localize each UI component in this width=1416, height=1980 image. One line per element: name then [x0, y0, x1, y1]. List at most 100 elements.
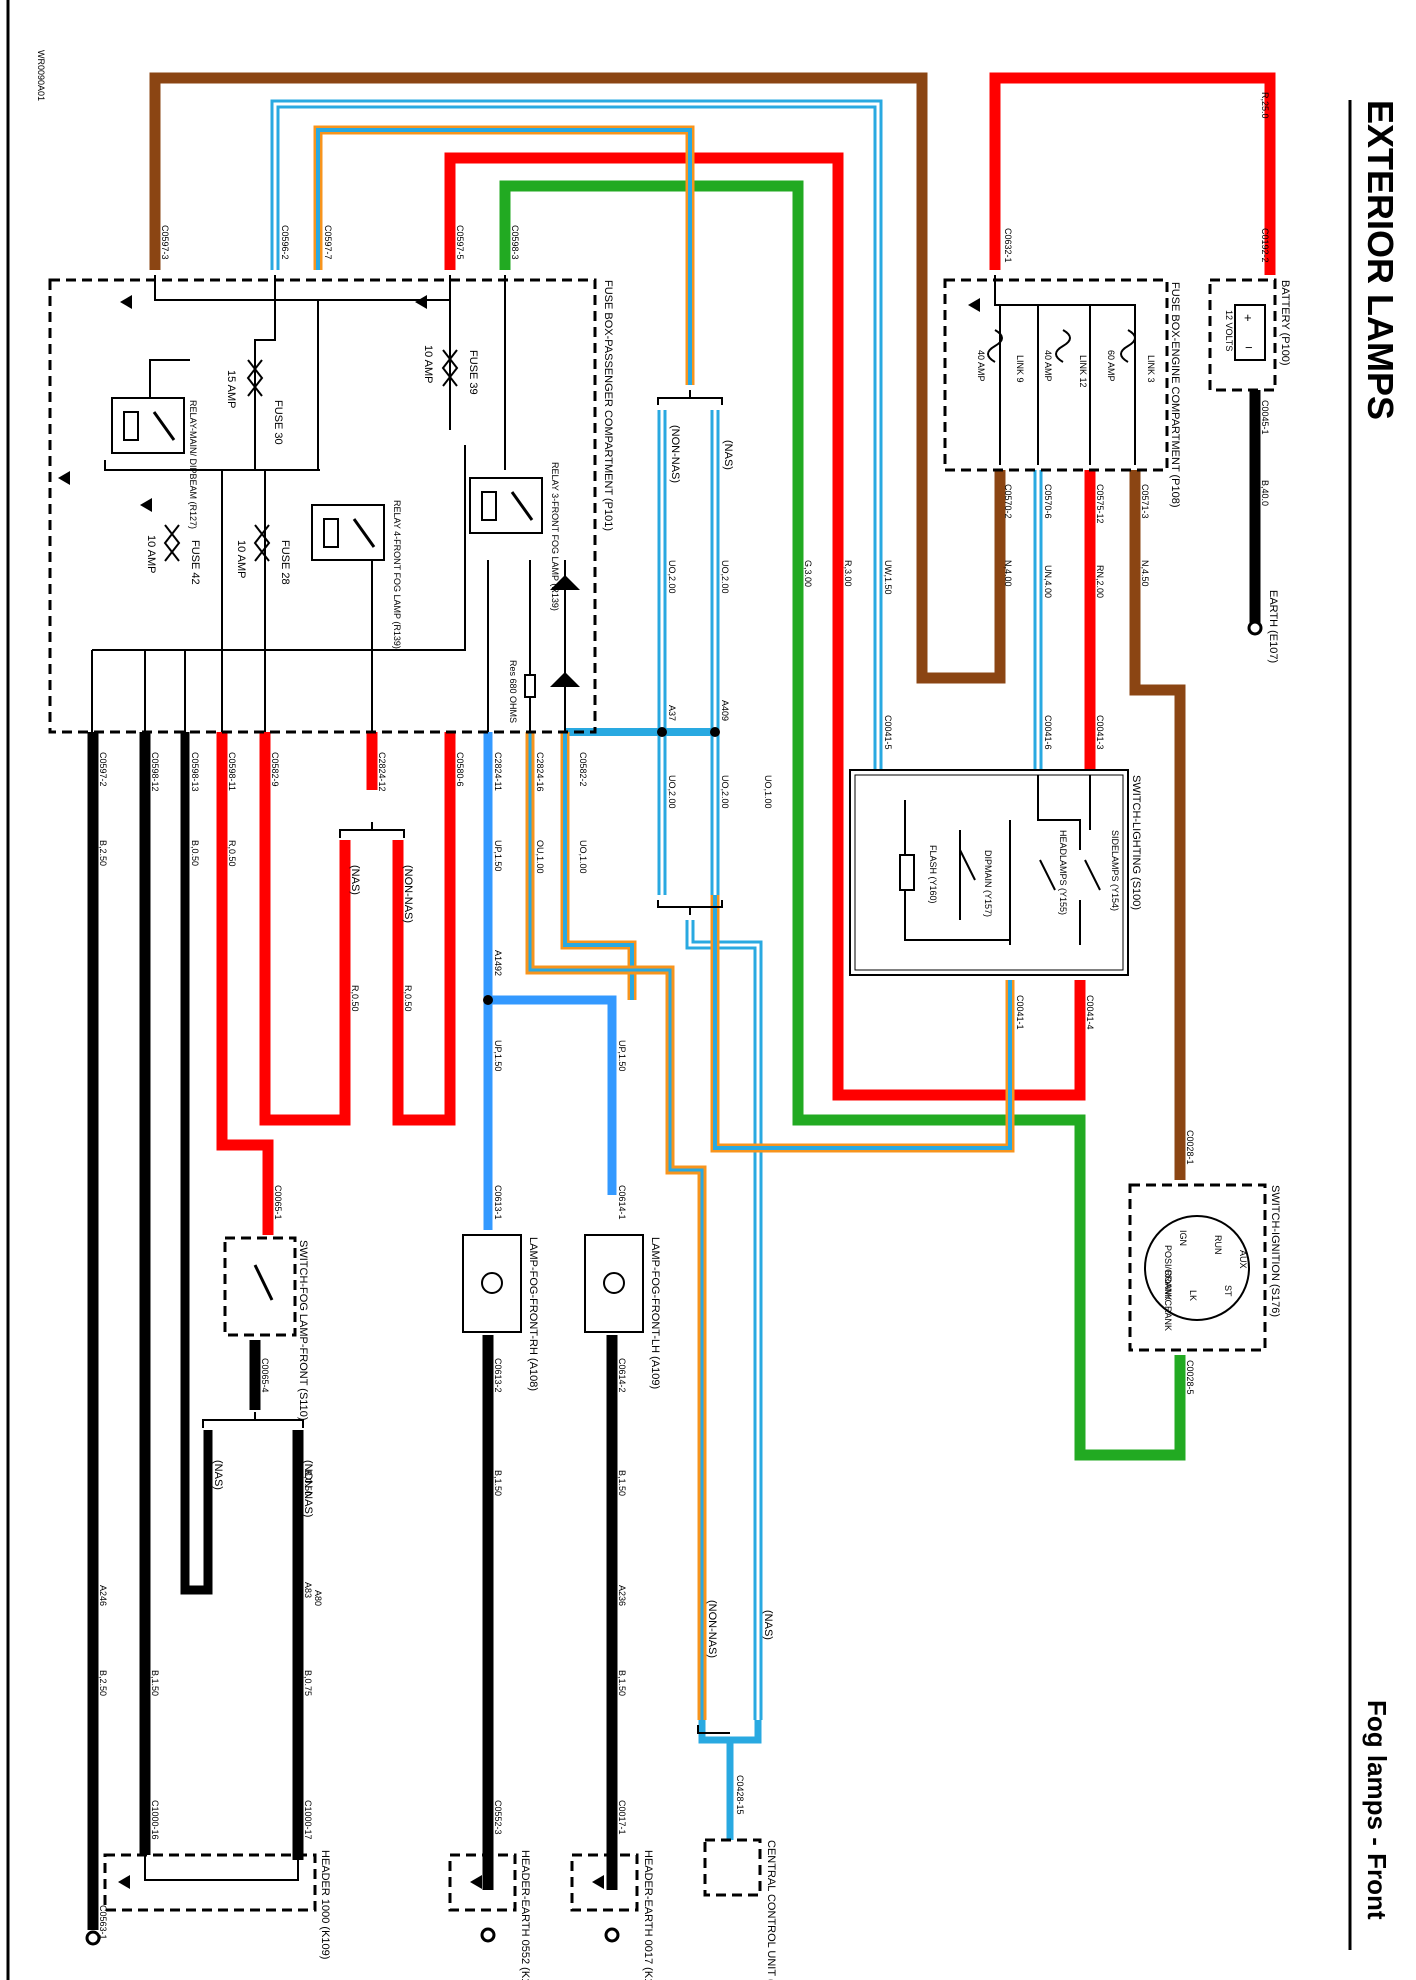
fusebox-passenger-label: FUSE BOX-PASSENGER COMPARTMENT (P101): [602, 280, 614, 531]
lbl-c0596-2: C0596-2: [280, 225, 290, 260]
relay-dip-label: RELAY-MAIN/ DIPBEAM (R127): [188, 400, 198, 529]
wire-lightblue-uw150-core: [273, 102, 880, 770]
wire-lightblue-uw150: [270, 99, 883, 770]
link3-label: LINK 3: [1146, 355, 1156, 383]
lbl-a83: A83: [303, 1582, 313, 1598]
lbl-g300: G,3.00: [803, 560, 813, 587]
header-1000-label: HEADER 1000 (K109): [319, 1850, 331, 1959]
bracket-uo-bottom: [657, 900, 723, 915]
switch-ignition-box: [1128, 1183, 1267, 1352]
lbl-c0428-15: C0428-15: [735, 1775, 745, 1815]
switch-fog-label: SWITCH-FOG LAMP-FRONT (S110): [297, 1240, 309, 1421]
fusebox-passenger-arrow3: [58, 471, 70, 485]
lbl-nonnas-ccu: (NON-NAS): [706, 1600, 718, 1658]
wire-uo-c0041-1: [560, 732, 637, 1000]
fuse42-symbol: [163, 524, 181, 562]
lbl-uo200a: UO,2.00: [720, 560, 730, 594]
lbl-c0614-1: C0614-1: [617, 1185, 627, 1220]
lamp-rh-bulb: [481, 1272, 503, 1294]
lbl-nonnas-black: (NON NAS): [302, 1460, 314, 1517]
lbl-c0563-1: C0563-1: [98, 1905, 108, 1940]
bracket-red: [339, 822, 405, 838]
wire-brown-ignition: [1129, 470, 1186, 1180]
link12-amp: 40 AMP: [1043, 350, 1053, 382]
lbl-c0582-9: C0582-9: [270, 752, 280, 787]
fusebox-engine-arrow: [968, 298, 980, 312]
switch-fog-box: [223, 1236, 297, 1337]
dipmain-label: DIPMAIN (Y157): [983, 850, 993, 917]
splice-a409: [710, 727, 720, 737]
lbl-c0597-7: C0597-7: [323, 225, 333, 260]
lbl-c2824-11: C2824-11: [493, 752, 503, 791]
battery-plus: +: [1244, 310, 1252, 325]
lbl-rn200: RN,2.00: [1095, 565, 1105, 598]
header-earth-0017-arrow: [592, 1875, 604, 1889]
lbl-c0192-2: C0192-2: [1260, 228, 1270, 263]
lbl-n450: N,4.50: [1140, 560, 1150, 587]
flash-label: FLASH (Y160): [928, 845, 938, 904]
switch-lighting-internals: [904, 775, 1101, 945]
lbl-nonnas-top: (NON-NAS): [669, 425, 681, 483]
lbl-c0570-2: C0570-2: [1003, 484, 1013, 519]
lbl-c0045-1: C0045-1: [1260, 400, 1270, 435]
switch-ignition-label: SWITCH-IGNITION (S176): [1269, 1185, 1281, 1317]
fuse28-amp: 10 AMP: [235, 540, 247, 579]
ign-pos-lk: LK: [1188, 1290, 1198, 1301]
fuse28-symbol: [253, 524, 271, 562]
lbl-b150d: B,1.50: [617, 1670, 627, 1696]
lbl-uo200b: UO,2.00: [667, 560, 677, 594]
wire-uo-c0041-1-core: [563, 732, 634, 1000]
lbl-b250a: B,2.50: [98, 840, 108, 866]
ign-pos-st: ST: [1223, 1285, 1233, 1297]
ccu-box: [703, 1838, 762, 1897]
battery-label: BATTERY (P100): [1279, 280, 1291, 366]
page-title: EXTERIOR LAMPS: [1360, 100, 1401, 420]
relay4-contact: [352, 518, 376, 548]
lbl-a1492: A1492: [493, 950, 503, 976]
lbl-uo200d: UO,2.00: [667, 775, 677, 809]
wire-ccu-merge: [698, 1720, 762, 1840]
lbl-b400: B,40.0: [1260, 480, 1270, 506]
header-earth-0017-label: HEADER-EARTH 0017 (K108): [642, 1850, 654, 1980]
relay4-box: [311, 504, 385, 561]
lbl-c0598-3: C0598-3: [510, 225, 520, 260]
lbl-a236: A236: [617, 1585, 627, 1606]
lbl-r050a: R,0.50: [227, 840, 237, 867]
switch-lighting-label: SWITCH-LIGHTING (S100): [1130, 775, 1142, 910]
lbl-c0552-3: C0552-3: [493, 1800, 503, 1835]
wire-uo-top-core: [316, 128, 692, 385]
wire-red-r300: [444, 152, 1086, 1101]
fusebox-passenger: [48, 278, 597, 734]
lbl-c0582-2: C0582-2: [578, 752, 588, 787]
lbl-un400: UN,4.00: [1043, 565, 1053, 598]
lbl-c1000-16: C1000-16: [150, 1800, 160, 1840]
lbl-c0028-5: C0028-5: [1185, 1360, 1195, 1395]
lbl-c1000-17: C1000-17: [303, 1800, 313, 1840]
relay3-coil: [481, 491, 497, 521]
lbl-b050a: B,0.50: [190, 840, 200, 866]
lbl-b150b: B,1.50: [617, 1470, 627, 1496]
lbl-n400: N,4.00: [1003, 560, 1013, 587]
lbl-a409: A409: [720, 700, 730, 721]
wire-up150-lh: [488, 995, 617, 1195]
lbl-nas-ccu: (NAS): [762, 1610, 774, 1640]
lbl-c0575-12: C0575-12: [1095, 484, 1105, 524]
lbl-up150b: UP,1.50: [493, 1040, 503, 1071]
fusebox-internal-bus: [91, 275, 566, 732]
battery-volts: 12 VOLTS: [1224, 310, 1234, 351]
fuse42-label: FUSE 42: [189, 540, 201, 585]
lbl-nonnas-red: (NON-NAS): [402, 865, 414, 923]
lbl-b050b: B,0.50: [303, 1470, 313, 1496]
lbl-c0632-1: C0632-1: [1003, 228, 1013, 263]
lbl-c0017-1: C0017-1: [617, 1800, 627, 1835]
fuse39-symbol: [441, 349, 459, 387]
lamp-lh-label: LAMP-FOG-FRONT-LH (A109): [649, 1237, 661, 1389]
lbl-c0570-6: C0570-6: [1043, 484, 1053, 519]
bracket-ccu: [697, 1725, 730, 1734]
lbl-c0041-6: C0041-6: [1043, 715, 1053, 750]
wire-green-g300: [499, 180, 1186, 1461]
diode-2: [550, 672, 580, 687]
fusebox-passenger-arrow2: [415, 295, 427, 309]
lbl-c0597-2: C0597-2: [98, 752, 108, 787]
